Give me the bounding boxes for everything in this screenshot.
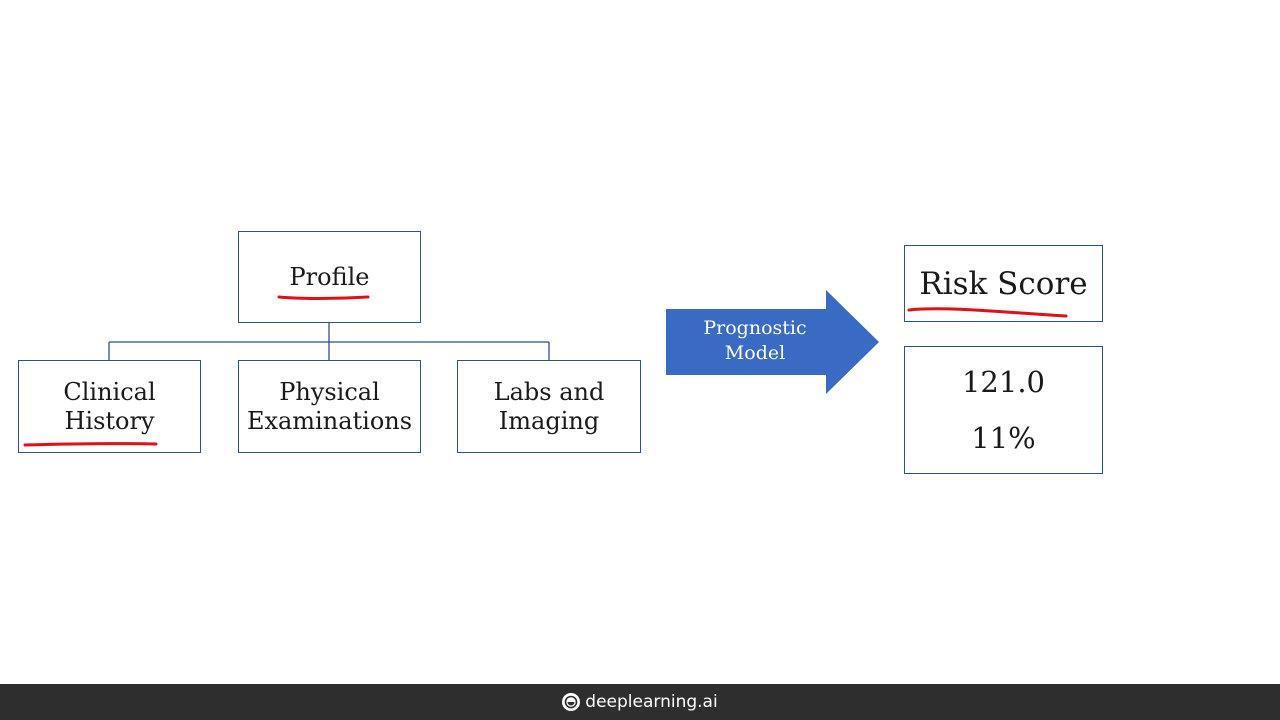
risk-score-title: Risk Score bbox=[919, 265, 1088, 302]
risk-score-box: Risk Score bbox=[904, 245, 1103, 322]
risk-score-value: 121.0 bbox=[961, 365, 1046, 399]
prognostic-model-arrow bbox=[666, 290, 879, 394]
labs-imaging-label: Labs and Imaging bbox=[493, 377, 605, 435]
profile-label: Profile bbox=[289, 263, 370, 291]
physical-examinations-box: Physical Examinations bbox=[238, 360, 421, 453]
clinical-history-label: Clinical History bbox=[63, 377, 156, 435]
brand-name: deeplearning.ai bbox=[585, 692, 718, 712]
prognostic-model-label: Prognostic Model bbox=[703, 317, 807, 364]
labs-imaging-box: Labs and Imaging bbox=[457, 360, 641, 453]
deeplearning-logo-icon bbox=[562, 693, 581, 711]
clinical-history-box: Clinical History bbox=[18, 360, 201, 453]
risk-percent-value: 11% bbox=[971, 421, 1036, 455]
physical-examinations-label: Physical Examinations bbox=[246, 377, 413, 435]
risk-values-box: 121.0 11% bbox=[904, 346, 1103, 474]
footer-bar: deeplearning.ai bbox=[0, 684, 1280, 720]
profile-box: Profile bbox=[238, 231, 421, 323]
